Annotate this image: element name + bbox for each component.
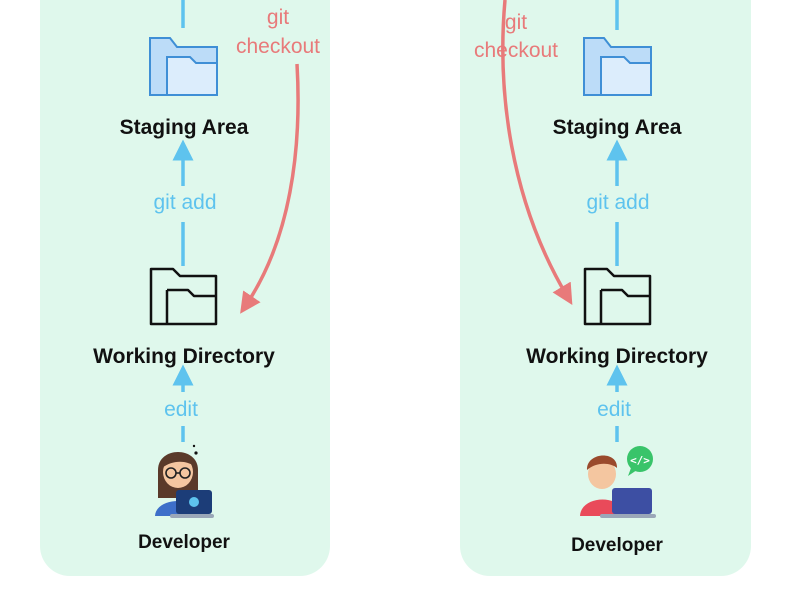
panel-left: Staging Area git add git checkout Workin… [40, 0, 330, 576]
male-developer-icon [580, 455, 656, 518]
working-directory-label: Working Directory [526, 345, 708, 368]
panel-background [460, 0, 751, 576]
working-directory-label: Working Directory [93, 345, 275, 368]
svg-text:</>: </> [630, 454, 650, 467]
git-checkout-label-line2: checkout [474, 39, 558, 62]
git-checkout-label-line1: git [267, 6, 289, 29]
staging-folder-icon [583, 37, 652, 96]
staging-folder-icon [149, 37, 218, 96]
code-chat-bubble-icon: </> [627, 446, 653, 476]
working-directory-folder-icon [149, 267, 218, 326]
git-add-label: git add [586, 191, 649, 214]
edit-label: edit [597, 398, 631, 421]
git-add-label: git add [153, 191, 216, 214]
panel-background [40, 0, 330, 576]
edit-label: edit [164, 398, 198, 421]
staging-area-label: Staging Area [553, 116, 682, 139]
female-developer-icon [155, 444, 214, 518]
git-checkout-arrow [501, 0, 573, 306]
developer-label: Developer [571, 535, 663, 556]
panel-right: Staging Area git add git checkout Workin… [460, 0, 751, 576]
git-checkout-label-line2: checkout [236, 35, 320, 58]
working-directory-folder-icon [583, 267, 652, 326]
staging-area-label: Staging Area [120, 116, 249, 139]
git-checkout-label-line1: git [505, 11, 527, 34]
developer-label: Developer [138, 532, 230, 553]
git-checkout-arrow [240, 63, 300, 314]
